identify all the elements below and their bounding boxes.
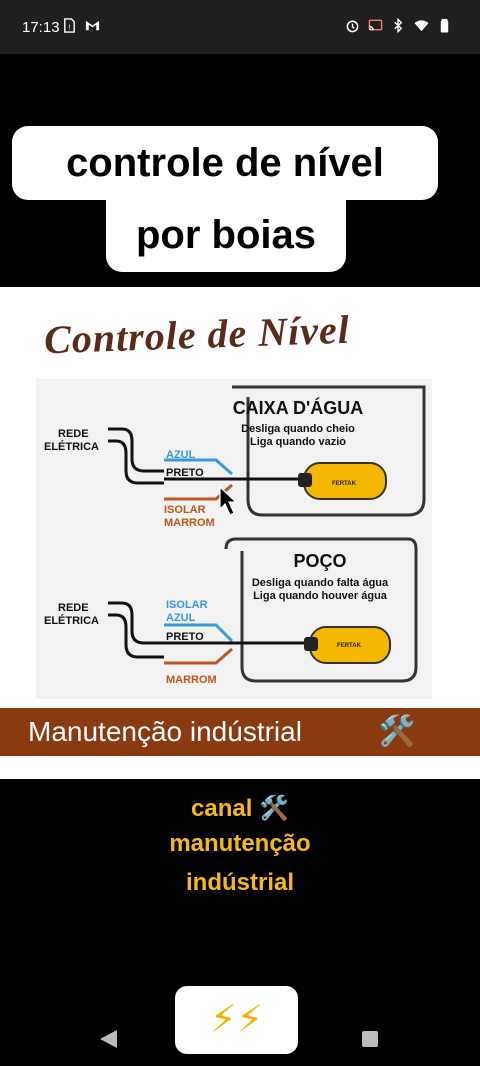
preto-label-top: PRETO: [166, 467, 204, 479]
caption-line-2: por boias: [106, 200, 346, 272]
tank-line-2: Liga quando vazio: [250, 436, 346, 448]
banner-text: Manutenção indústrial: [28, 716, 302, 747]
battery-icon: [440, 18, 449, 33]
status-bar: 17:13 !: [0, 0, 480, 54]
brown-wire-top: [164, 483, 233, 501]
float-switch-top: FERTAK: [298, 462, 387, 500]
channel-line-1: canal 🛠️: [191, 795, 289, 822]
well-line-1: Desliga quando falta água: [252, 577, 389, 589]
rede-wire-top-1: [108, 427, 164, 473]
wifi-icon: [414, 20, 429, 32]
rede-label-bottom: REDE: [58, 602, 89, 614]
azul-label-top: AZUL: [166, 449, 196, 461]
well-line-2: Liga quando houver água: [253, 590, 388, 602]
isolar-label-top: ISOLAR: [164, 504, 206, 516]
cast-icon: [368, 19, 383, 31]
isolar-label-bottom: ISOLAR: [166, 599, 208, 611]
rede-wire-bottom-2: [108, 613, 164, 659]
blue-wire-bottom: [164, 623, 234, 643]
float-brand-top: FERTAK: [332, 481, 357, 487]
nav-recents-icon[interactable]: [362, 1031, 378, 1047]
alarm-icon: [346, 20, 359, 33]
brown-wire-bottom: [164, 647, 233, 665]
channel-line-2: manutenção: [169, 830, 311, 857]
float-switch-bottom: FERTAK: [304, 626, 391, 664]
channel-line-3: indústrial: [185, 869, 294, 896]
tools-icon: 🛠️: [378, 715, 416, 748]
tank-outline: [232, 385, 426, 517]
float-brand-bottom: FERTAK: [337, 643, 362, 649]
preto-label-bottom: PRETO: [166, 631, 204, 643]
diagram-title: Controle de Nível: [43, 306, 351, 363]
bluetooth-icon: [394, 18, 403, 33]
well-title: POÇO: [293, 551, 346, 571]
well-outline: [224, 537, 418, 683]
rede-label-top: REDE: [58, 428, 89, 440]
blue-wire-top: [164, 458, 233, 476]
tank-title: CAIXA D'ÁGUA: [233, 397, 364, 418]
cursor-icon: [219, 485, 238, 516]
eletrica-label-bottom: ELÉTRICA: [44, 614, 99, 627]
sim-alert-icon: !: [64, 18, 75, 33]
rede-wire-bottom-1: [108, 601, 164, 645]
channel-banner: Manutenção indústrial 🛠️: [0, 708, 480, 756]
svg-text:!: !: [68, 22, 70, 31]
caption-line-1: controle de nível: [12, 126, 438, 200]
diagram-panel: Controle de Nível CAIXA D'ÁGUA Desliga q…: [0, 287, 480, 779]
marrom-label-top: MARROM: [164, 517, 215, 529]
gmail-icon: [85, 20, 100, 31]
wiring-diagram: CAIXA D'ÁGUA Desliga quando cheio Liga q…: [36, 379, 432, 699]
marrom-label-bottom: MARROM: [166, 674, 217, 686]
tank-line-1: Desliga quando cheio: [241, 423, 355, 435]
azul-label-bottom: AZUL: [166, 612, 196, 624]
lightning-emoji-box: ⚡⚡: [175, 986, 298, 1054]
status-time: 17:13: [22, 19, 60, 36]
nav-back-icon[interactable]: [100, 1030, 117, 1048]
eletrica-label-top: ELÉTRICA: [44, 440, 99, 453]
rede-wire-top-2: [108, 439, 164, 485]
